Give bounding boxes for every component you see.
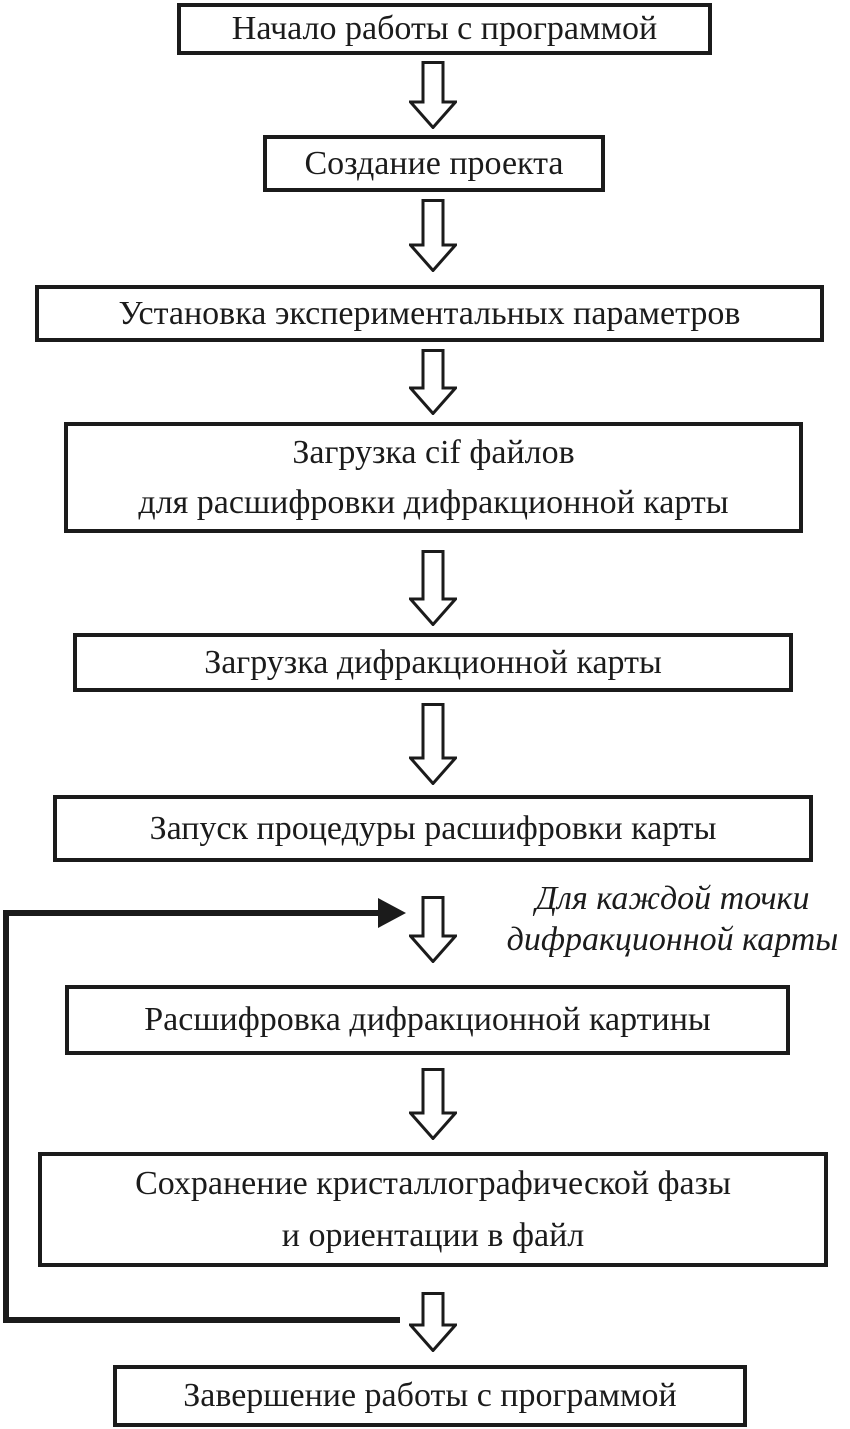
loop-annotation: Для каждой точки дифракционной карты xyxy=(495,878,850,960)
flow-box-load-cif-label-line1: Загрузка cif файлов xyxy=(292,433,575,471)
flow-box-decode-pattern: Расшифровка дифракционной картины xyxy=(65,985,790,1055)
flow-box-run-procedure-label: Запуск процедуры расшифровки карты xyxy=(149,809,717,847)
flow-box-finish-label: Завершение работы с программой xyxy=(183,1377,677,1414)
down-arrow-icon xyxy=(409,550,457,626)
flow-box-start-label: Начало работы с программой xyxy=(231,10,658,47)
flow-box-load-map: Загрузка дифракционной карты xyxy=(73,633,793,692)
loop-annotation-line2: дифракционной карты xyxy=(506,921,839,958)
down-arrow-icon xyxy=(409,349,457,415)
down-arrow-icon xyxy=(409,61,457,129)
down-arrow-icon xyxy=(409,1292,457,1352)
flow-box-set-params: Установка экспериментальных параметров xyxy=(35,285,824,342)
flow-box-load-cif-label-line2: для расшифровки дифракционной карты xyxy=(138,483,729,521)
flow-box-save-phase: Сохранение кристаллографической фазы и о… xyxy=(38,1152,828,1267)
flow-box-save-phase-label-line1: Сохранение кристаллографической фазы xyxy=(135,1164,731,1202)
flow-box-finish: Завершение работы с программой xyxy=(113,1365,747,1427)
flow-box-load-map-label: Загрузка дифракционной карты xyxy=(204,643,662,681)
down-arrow-icon xyxy=(409,703,457,785)
down-arrow-icon xyxy=(409,1068,457,1140)
flow-box-load-cif: Загрузка cif файлов для расшифровки дифр… xyxy=(64,422,803,533)
flow-box-set-params-label: Установка экспериментальных параметров xyxy=(118,294,741,332)
loop-annotation-line1: Для каждой точки xyxy=(535,880,810,917)
down-arrow-icon xyxy=(409,199,457,272)
flow-box-save-phase-label-line2: и ориентации в файл xyxy=(281,1216,585,1254)
flow-box-create-project: Создание проекта xyxy=(263,135,605,192)
loop-entry-down-arrow-icon xyxy=(409,896,457,963)
flow-box-create-project-label: Создание проекта xyxy=(304,144,564,182)
flow-box-decode-pattern-label: Расшифровка дифракционной картины xyxy=(144,1001,711,1038)
flow-box-start: Начало работы с программой xyxy=(177,3,712,55)
flow-box-run-procedure: Запуск процедуры расшифровки карты xyxy=(53,795,813,862)
